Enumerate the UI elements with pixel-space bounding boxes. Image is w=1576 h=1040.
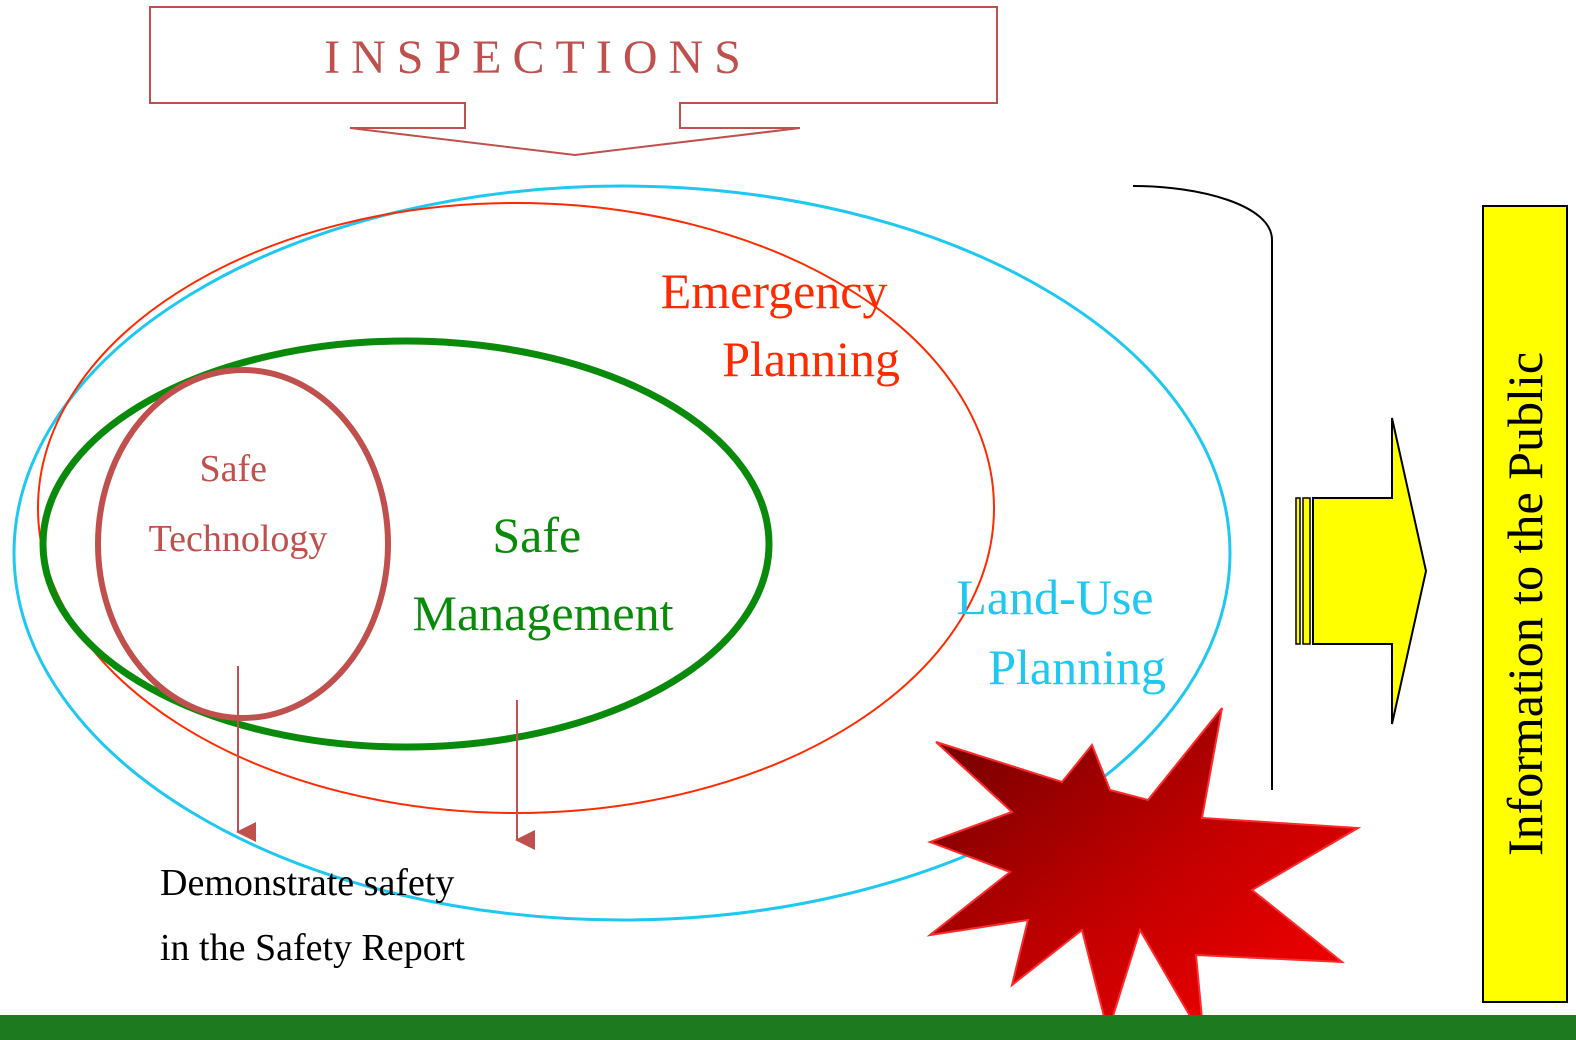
emergency-label-line1: Emergency — [661, 263, 888, 319]
block-arrow-right-icon — [1295, 417, 1428, 725]
inspections-callout: INSPECTIONS — [149, 6, 998, 157]
land-use-planning-ellipse — [12, 184, 1232, 922]
emergency-label-line2: Planning — [722, 331, 900, 387]
land-use-label-line1: Land-Use — [956, 569, 1153, 625]
information-to-public-box: Information to the Public — [1482, 205, 1568, 1003]
safety-report-text: Demonstrate safety in the Safety Report — [160, 862, 465, 969]
grouping-bracket — [1132, 185, 1273, 790]
inspections-label: INSPECTIONS — [324, 31, 752, 84]
safe-technology-ellipse — [95, 367, 391, 721]
report-line1: Demonstrate safety — [160, 862, 454, 904]
management-label-line1: Safe — [492, 507, 581, 563]
safe-management-label: Safe Management — [412, 507, 673, 641]
management-label-line2: Management — [412, 585, 673, 641]
emergency-planning-label: Emergency Planning — [661, 263, 900, 387]
bottom-bar — [0, 1015, 1576, 1040]
land-use-label-line2: Planning — [988, 639, 1166, 695]
information-to-public-label: Information to the Public — [1497, 351, 1553, 857]
safe-management-ellipse — [39, 337, 773, 751]
technology-label-line2: Technology — [149, 518, 328, 560]
technology-label-line1: Safe — [199, 448, 267, 490]
safe-technology-label: Safe Technology — [149, 448, 328, 560]
explosion-icon — [926, 707, 1362, 1040]
land-use-planning-label: Land-Use Planning — [956, 569, 1166, 695]
report-line2: in the Safety Report — [160, 927, 465, 969]
